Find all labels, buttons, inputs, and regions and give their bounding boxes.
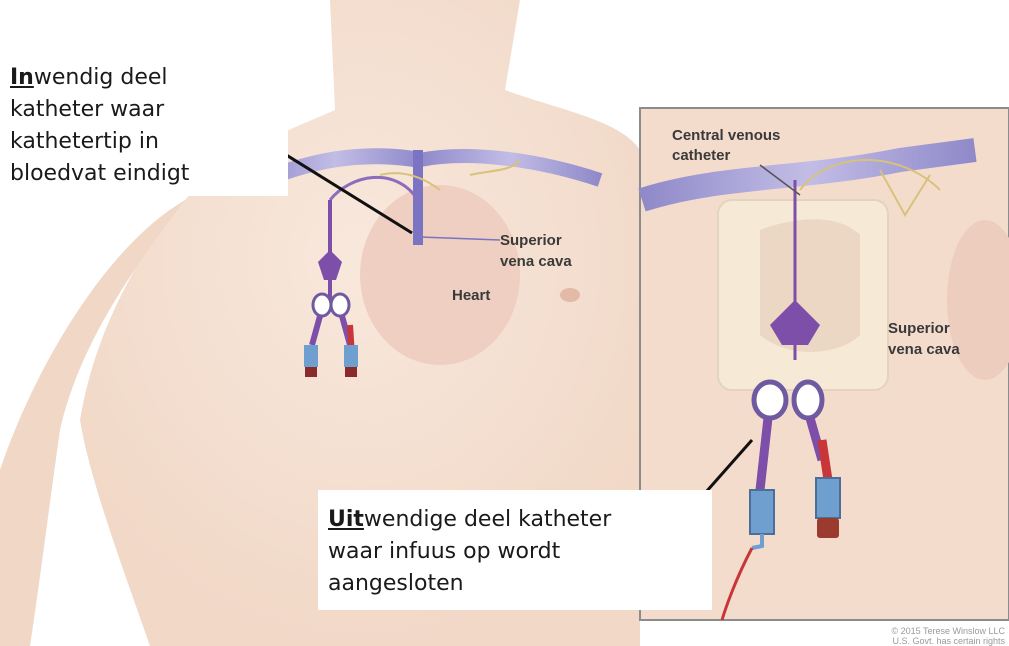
svc-right-label-2: vena cava xyxy=(888,341,960,358)
inner-part-callout: Inwendig deel katheter waar kathetertip … xyxy=(4,58,288,196)
inner-text-1: wendig deel xyxy=(34,65,168,90)
credit-line-1: © 2015 Terese Winslow LLC xyxy=(891,626,1005,636)
inner-callout-line-4: bloedvat eindigt xyxy=(10,158,282,190)
cvc-label-2: catheter xyxy=(672,147,731,164)
outer-callout-line-2: waar infuus op wordt xyxy=(328,536,706,568)
heart-shape xyxy=(360,185,520,365)
outer-text-1: wendige deel katheter xyxy=(364,507,611,532)
svc-right-label-1: Superior xyxy=(888,320,950,337)
credit-line-2: U.S. Govt. has certain rights xyxy=(892,636,1005,646)
outer-callout-line-1: Uitwendige deel katheter xyxy=(328,504,706,536)
inner-callout-line-1: Inwendig deel xyxy=(10,62,282,94)
inner-emphasis: In xyxy=(10,65,34,90)
outer-callout-line-3: aangesloten xyxy=(328,568,706,600)
svc-left-label-2: vena cava xyxy=(500,253,572,270)
inner-callout-line-3: kathetertip in xyxy=(10,126,282,158)
outer-emphasis: Uit xyxy=(328,507,364,532)
outer-part-callout: Uitwendige deel katheter waar infuus op … xyxy=(318,490,712,610)
cvc-label-1: Central venous xyxy=(672,127,780,144)
inner-callout-line-2: katheter waar xyxy=(10,94,282,126)
svc-left-label-1: Superior xyxy=(500,232,562,249)
heart-label: Heart xyxy=(452,287,490,304)
